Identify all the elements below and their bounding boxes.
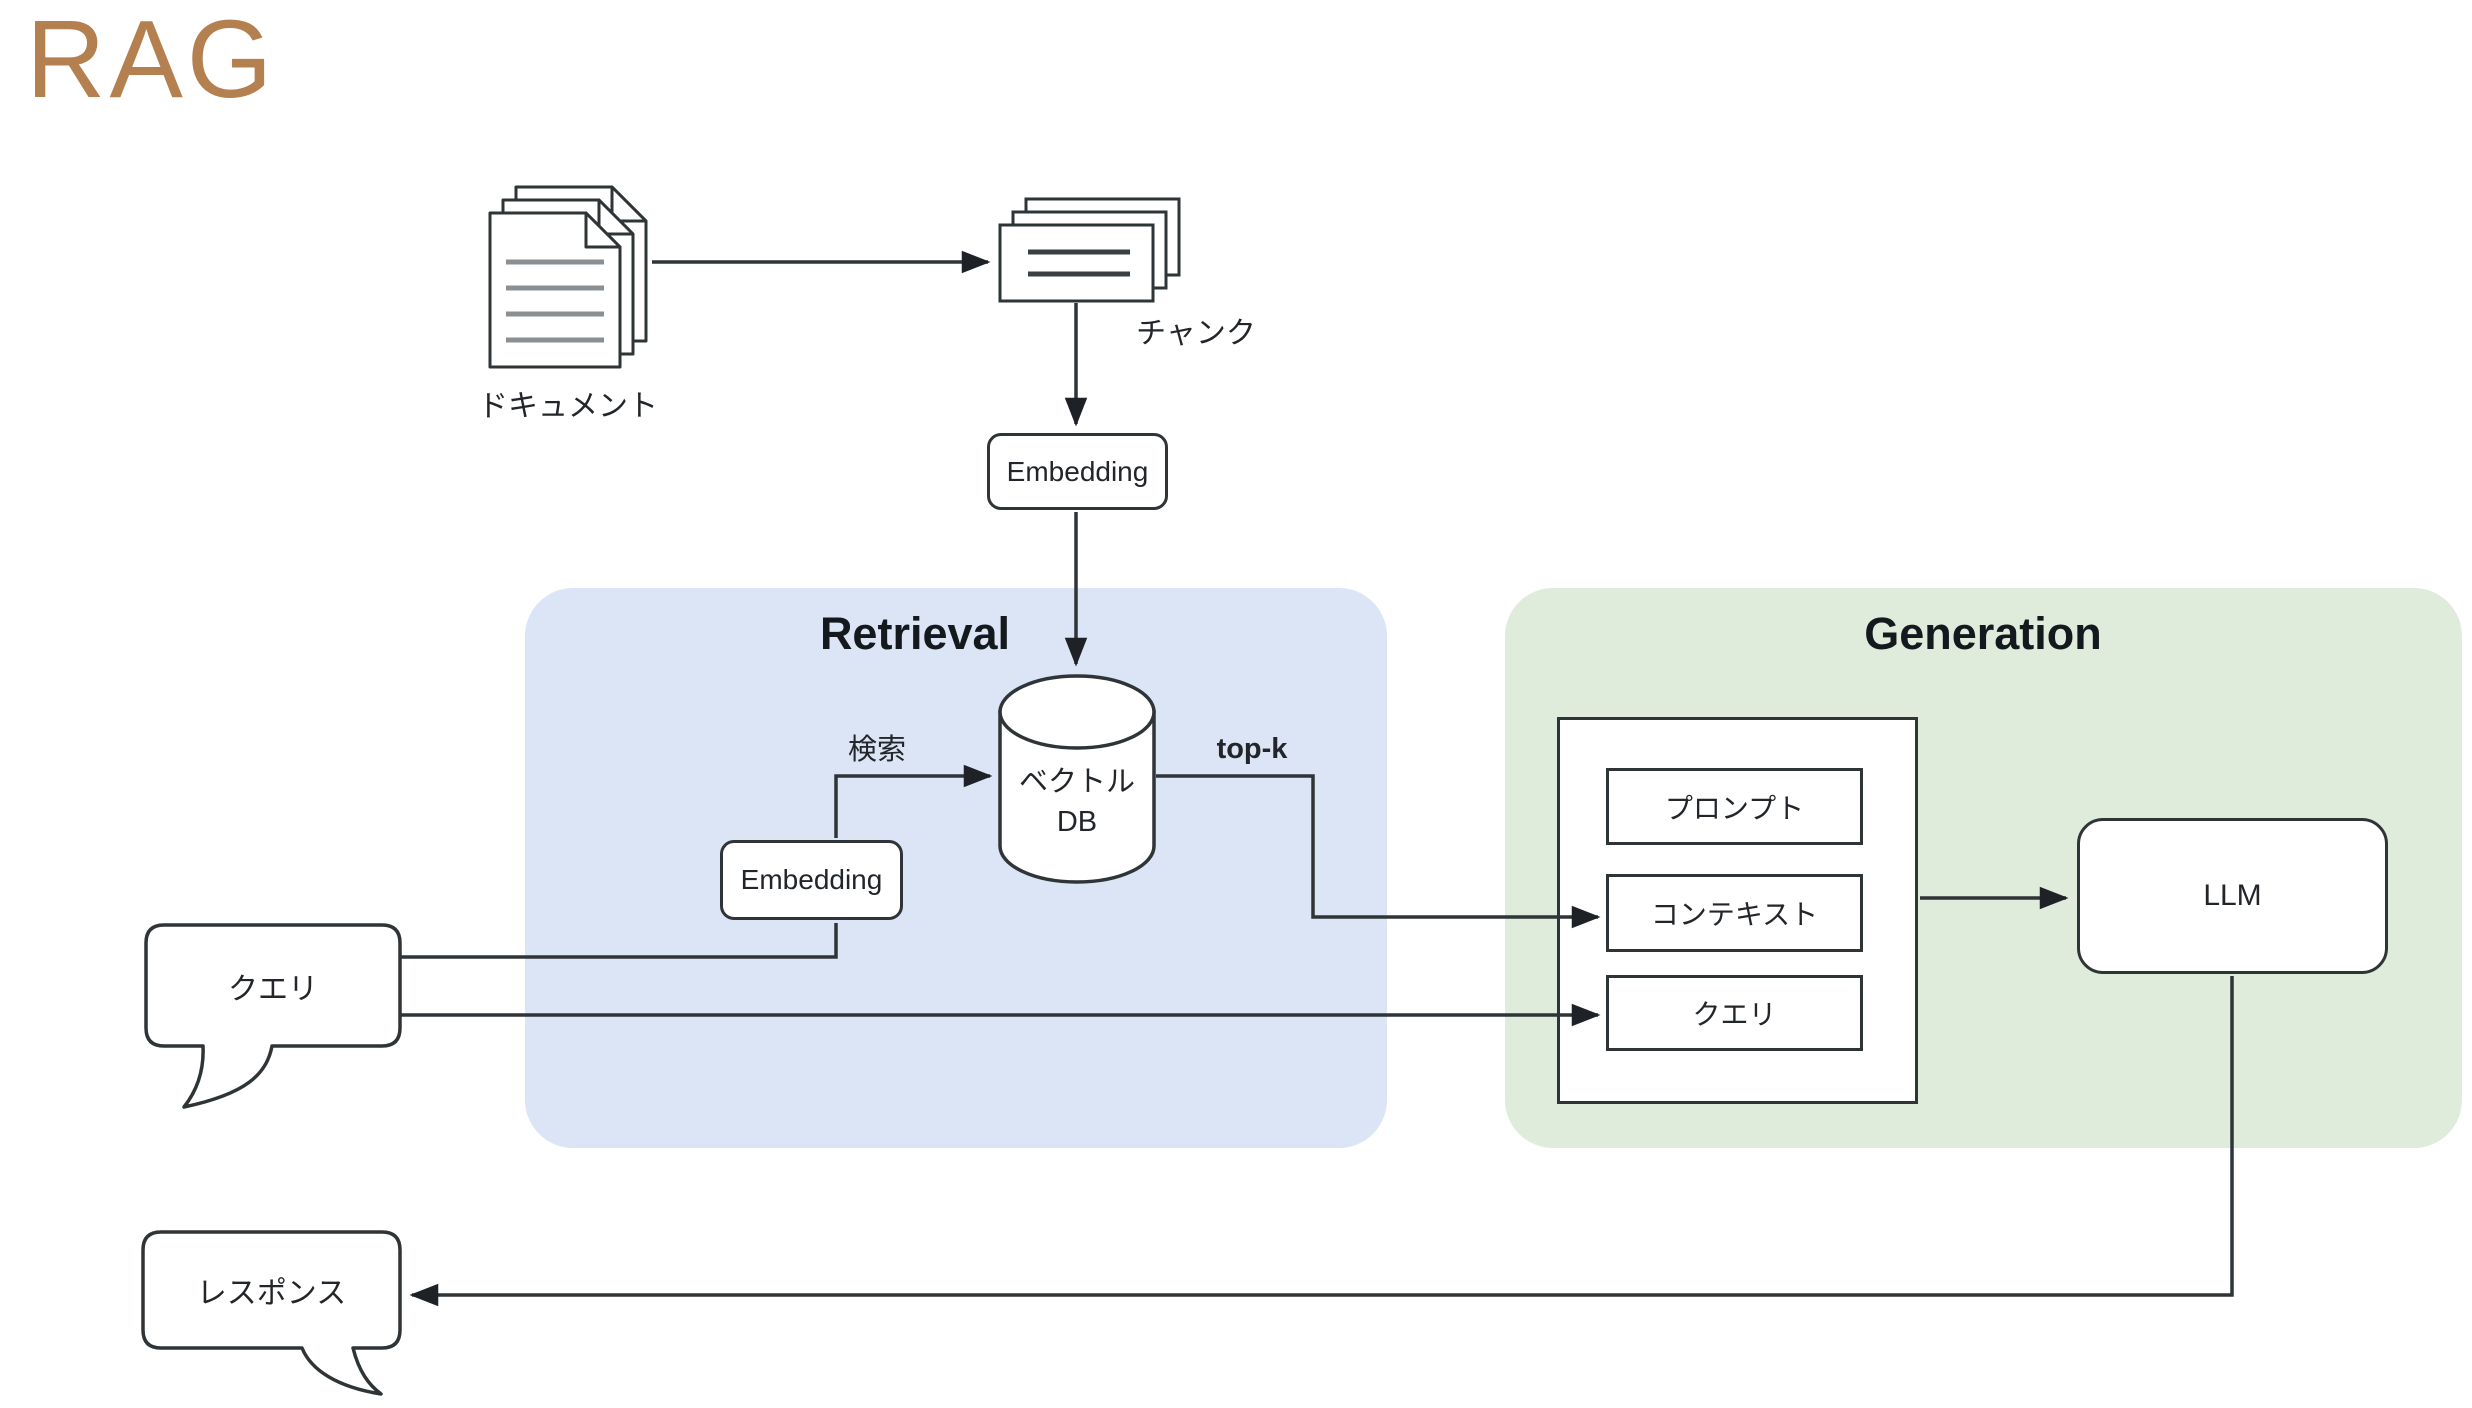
- retrieval-heading: Retrieval: [819, 608, 1011, 659]
- chunk-stack-icon: [998, 197, 1181, 303]
- edge-llm-to-response: [409, 976, 2234, 1307]
- search-edge-label: 検索: [847, 734, 906, 766]
- embedding-ingest-box: Embedding: [987, 433, 1168, 510]
- edge-query-to-embedding: [400, 923, 838, 959]
- response-bubble-label: レスポンス: [196, 1277, 347, 1310]
- query-slot-box: クエリ: [1606, 975, 1863, 1051]
- vector-db-line1: ベクトル: [1018, 766, 1135, 798]
- topk-edge-label: top-k: [1216, 732, 1288, 765]
- documents-label: ドキュメント: [478, 390, 658, 423]
- context-box: コンテキスト: [1606, 874, 1863, 952]
- context-label: コンテキスト: [1650, 899, 1819, 930]
- embedding-query-label: Embedding: [740, 864, 883, 895]
- edge-topk-to-context: [1156, 774, 1601, 929]
- edge-search-to-vectordb: [834, 764, 993, 838]
- prompt-box: プロンプト: [1606, 768, 1863, 845]
- retrieval-region: [525, 588, 1387, 1148]
- query-bubble: [144, 923, 402, 1109]
- embedding-ingest-label: Embedding: [1006, 455, 1149, 487]
- embedding-query-box: Embedding: [720, 840, 903, 920]
- chunks-label: チャンク: [1136, 317, 1256, 350]
- vector-db-cylinder: [998, 674, 1156, 884]
- vector-db-label: ベクトル DB: [1000, 760, 1154, 844]
- document-stack-icon: [488, 185, 648, 369]
- response-bubble: [141, 1230, 402, 1396]
- prompt-label: プロンプト: [1664, 792, 1805, 824]
- llm-box: LLM: [2077, 818, 2388, 974]
- page-title: RAG: [26, 0, 277, 121]
- query-bubble-label: クエリ: [228, 972, 318, 1006]
- llm-label: LLM: [2203, 879, 2262, 912]
- query-slot-label: クエリ: [1692, 999, 1777, 1030]
- vector-db-line2: DB: [1056, 806, 1098, 838]
- generation-heading: Generation: [1864, 608, 2102, 659]
